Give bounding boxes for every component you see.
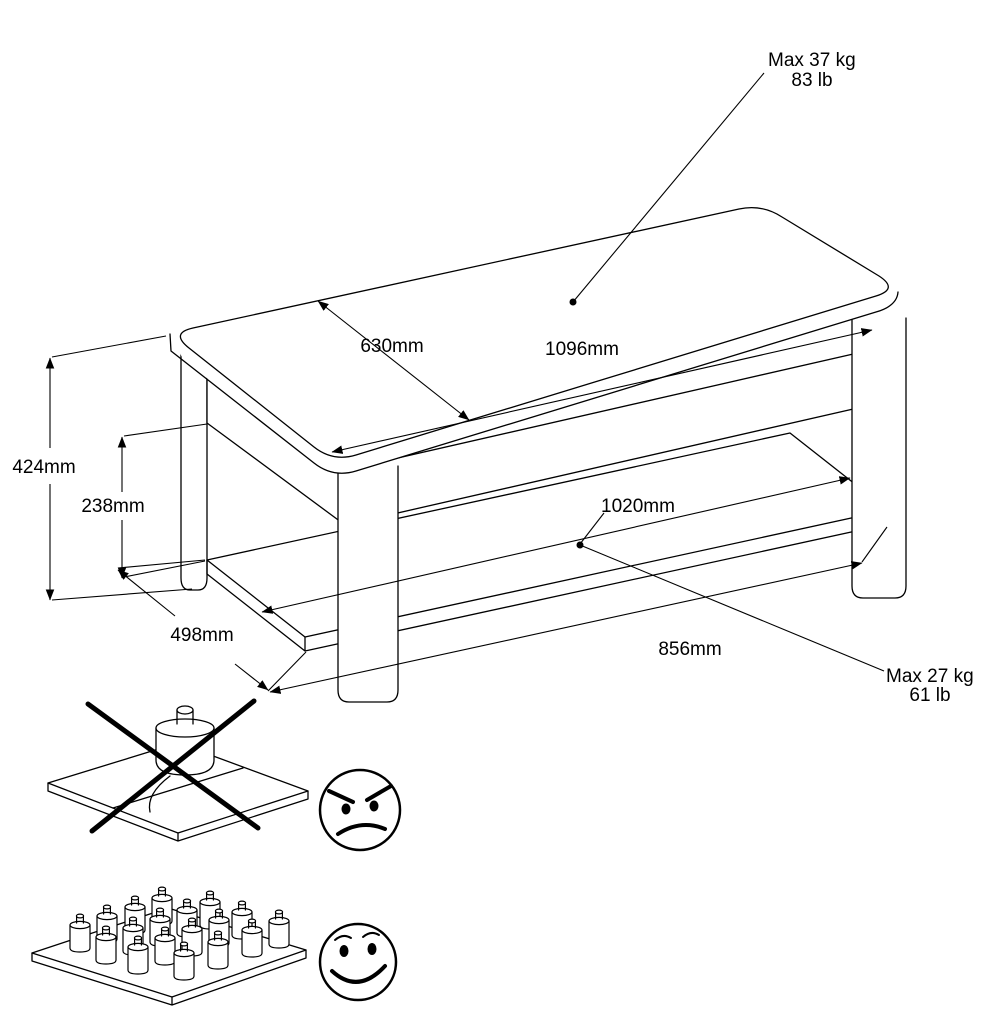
top-load-callout: Max 37 kg 83 lb bbox=[569, 50, 856, 306]
heavy-weight-icon bbox=[148, 705, 215, 813]
weight-top bbox=[155, 718, 215, 738]
dim-label-top-depth: 630mm bbox=[360, 336, 423, 357]
brows bbox=[334, 931, 380, 941]
dim-line bbox=[331, 328, 873, 454]
dim-label-shelf-inner-length: 1020mm bbox=[601, 496, 675, 517]
dim-line bbox=[117, 569, 176, 617]
eye bbox=[341, 803, 351, 815]
dim-label-overall-height: 424mm bbox=[12, 457, 75, 478]
eye bbox=[369, 800, 379, 812]
back-left-leg bbox=[180, 353, 208, 591]
small-weight-icon bbox=[69, 913, 91, 953]
front-right-leg bbox=[851, 317, 907, 599]
top-load-kg: Max 37 kg bbox=[768, 50, 856, 71]
smiley-face-icon bbox=[318, 922, 398, 1002]
face-outline bbox=[318, 922, 398, 1002]
eye bbox=[367, 943, 377, 955]
extension-line bbox=[117, 559, 206, 569]
top-load-lb: 83 lb bbox=[791, 70, 832, 91]
dim-label-shelf-length: 856mm bbox=[658, 639, 721, 660]
small-weight-icon bbox=[268, 909, 290, 949]
shelf-load-callout: Max 27 kg 61 lb bbox=[579, 544, 974, 706]
extension-line bbox=[51, 335, 167, 358]
board-seam bbox=[112, 767, 244, 809]
weight-strap bbox=[148, 775, 171, 813]
leader-line bbox=[579, 544, 885, 672]
tabletop-edge bbox=[169, 291, 899, 474]
leader-line bbox=[579, 512, 605, 545]
dim-shelf-clearance: 238mm bbox=[81, 423, 208, 579]
dim-line bbox=[269, 561, 863, 694]
smile-mouth bbox=[330, 964, 387, 984]
dim-label-shelf-depth: 498mm bbox=[170, 625, 233, 646]
eye bbox=[339, 945, 349, 957]
board-edge bbox=[47, 782, 309, 842]
dim-label-shelf-clearance: 238mm bbox=[81, 496, 144, 517]
extension-line bbox=[123, 423, 208, 437]
dim-shelf-length: 856mm bbox=[269, 526, 888, 694]
prohibition-cross-icon bbox=[85, 698, 261, 834]
leader-line bbox=[572, 72, 765, 303]
dim-line bbox=[234, 663, 269, 691]
angry-brows bbox=[327, 784, 393, 804]
board-edge bbox=[31, 949, 307, 1006]
dimensions: 630mm 1096mm 424mm 238mm 1020mm bbox=[12, 300, 888, 694]
tabletop-face bbox=[179, 206, 889, 458]
angry-face-icon bbox=[318, 768, 402, 852]
extension-line bbox=[861, 526, 888, 563]
pictogram-distributed-load bbox=[31, 886, 398, 1006]
weight-knob bbox=[176, 709, 194, 725]
face-outline bbox=[318, 768, 402, 852]
table-drawing bbox=[169, 206, 907, 703]
frown-mouth bbox=[336, 823, 387, 836]
extension-line bbox=[51, 588, 193, 601]
shelf-load-kg: Max 27 kg bbox=[886, 666, 974, 687]
dim-top-length: 1096mm bbox=[331, 328, 873, 454]
leader-dot bbox=[569, 298, 577, 306]
pictogram-concentrated-load-prohibited bbox=[47, 698, 402, 852]
cross-stroke bbox=[89, 698, 257, 834]
shelf-load-lb: 61 lb bbox=[909, 685, 950, 706]
weight-knob-cap bbox=[176, 705, 194, 715]
load-limit-callouts: Max 37 kg 83 lb Max 27 kg 61 lb bbox=[569, 50, 974, 706]
dim-label-top-length: 1096mm bbox=[545, 339, 619, 360]
dim-overall-height: 424mm bbox=[12, 335, 193, 601]
extension-line bbox=[123, 560, 206, 578]
